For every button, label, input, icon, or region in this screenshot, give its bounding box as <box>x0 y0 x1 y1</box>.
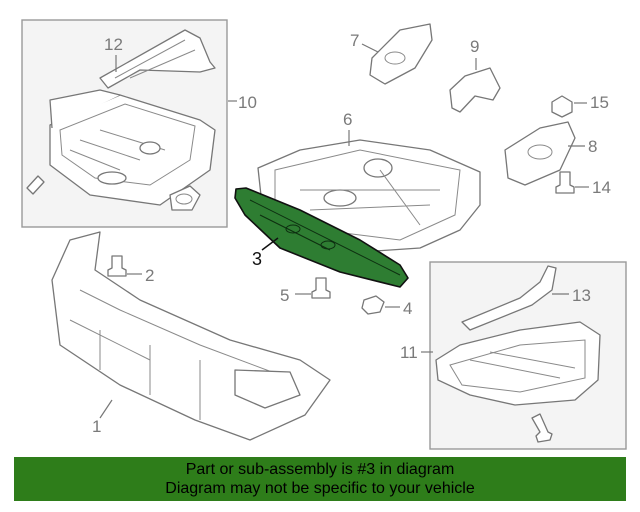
part-2-bolt[interactable] <box>107 255 127 277</box>
part-5-bolt[interactable] <box>311 277 331 299</box>
part-3-shield-highlighted[interactable] <box>234 187 409 288</box>
callout-7[interactable]: 7 <box>350 31 359 50</box>
info-banner: Part or sub-assembly is #3 in diagram Di… <box>14 457 626 501</box>
banner-line-2: Diagram may not be specific to your vehi… <box>165 480 475 497</box>
part-15-nut[interactable] <box>551 95 573 118</box>
callout-8[interactable]: 8 <box>588 137 597 156</box>
callout-12[interactable]: 12 <box>104 35 123 54</box>
part-4-clip[interactable] <box>361 295 385 315</box>
callout-11[interactable]: 11 <box>400 343 418 362</box>
part-9-bracket[interactable] <box>449 67 501 113</box>
callout-4[interactable]: 4 <box>403 299 412 318</box>
fastener-grommet[interactable] <box>169 185 201 211</box>
part-7-bracket[interactable] <box>369 23 433 85</box>
part-1-front-carrier[interactable] <box>51 231 331 441</box>
callout-15[interactable]: 15 <box>590 93 609 112</box>
callout-13[interactable]: 13 <box>572 286 591 305</box>
callout-9[interactable]: 9 <box>470 37 479 56</box>
banner-line-1: Part or sub-assembly is #3 in diagram <box>185 461 455 478</box>
part-13-bracket[interactable] <box>461 265 557 331</box>
part-11-under-cover[interactable] <box>435 321 601 406</box>
callout-2[interactable]: 2 <box>145 266 154 285</box>
callout-3[interactable]: 3 <box>252 249 262 269</box>
part-10-under-cover[interactable] <box>49 89 216 206</box>
callout-10[interactable]: 10 <box>238 93 257 112</box>
part-8-bracket[interactable] <box>504 121 576 186</box>
fastener-bolt-left[interactable] <box>26 175 45 195</box>
callout-6[interactable]: 6 <box>343 110 352 129</box>
fastener-bolt-lower-right[interactable] <box>531 413 553 443</box>
callout-14[interactable]: 14 <box>592 178 611 197</box>
callout-5[interactable]: 5 <box>280 286 289 305</box>
part-14-bolt[interactable] <box>555 171 575 194</box>
part-12-bracket[interactable] <box>99 29 216 89</box>
callout-1[interactable]: 1 <box>92 417 101 436</box>
